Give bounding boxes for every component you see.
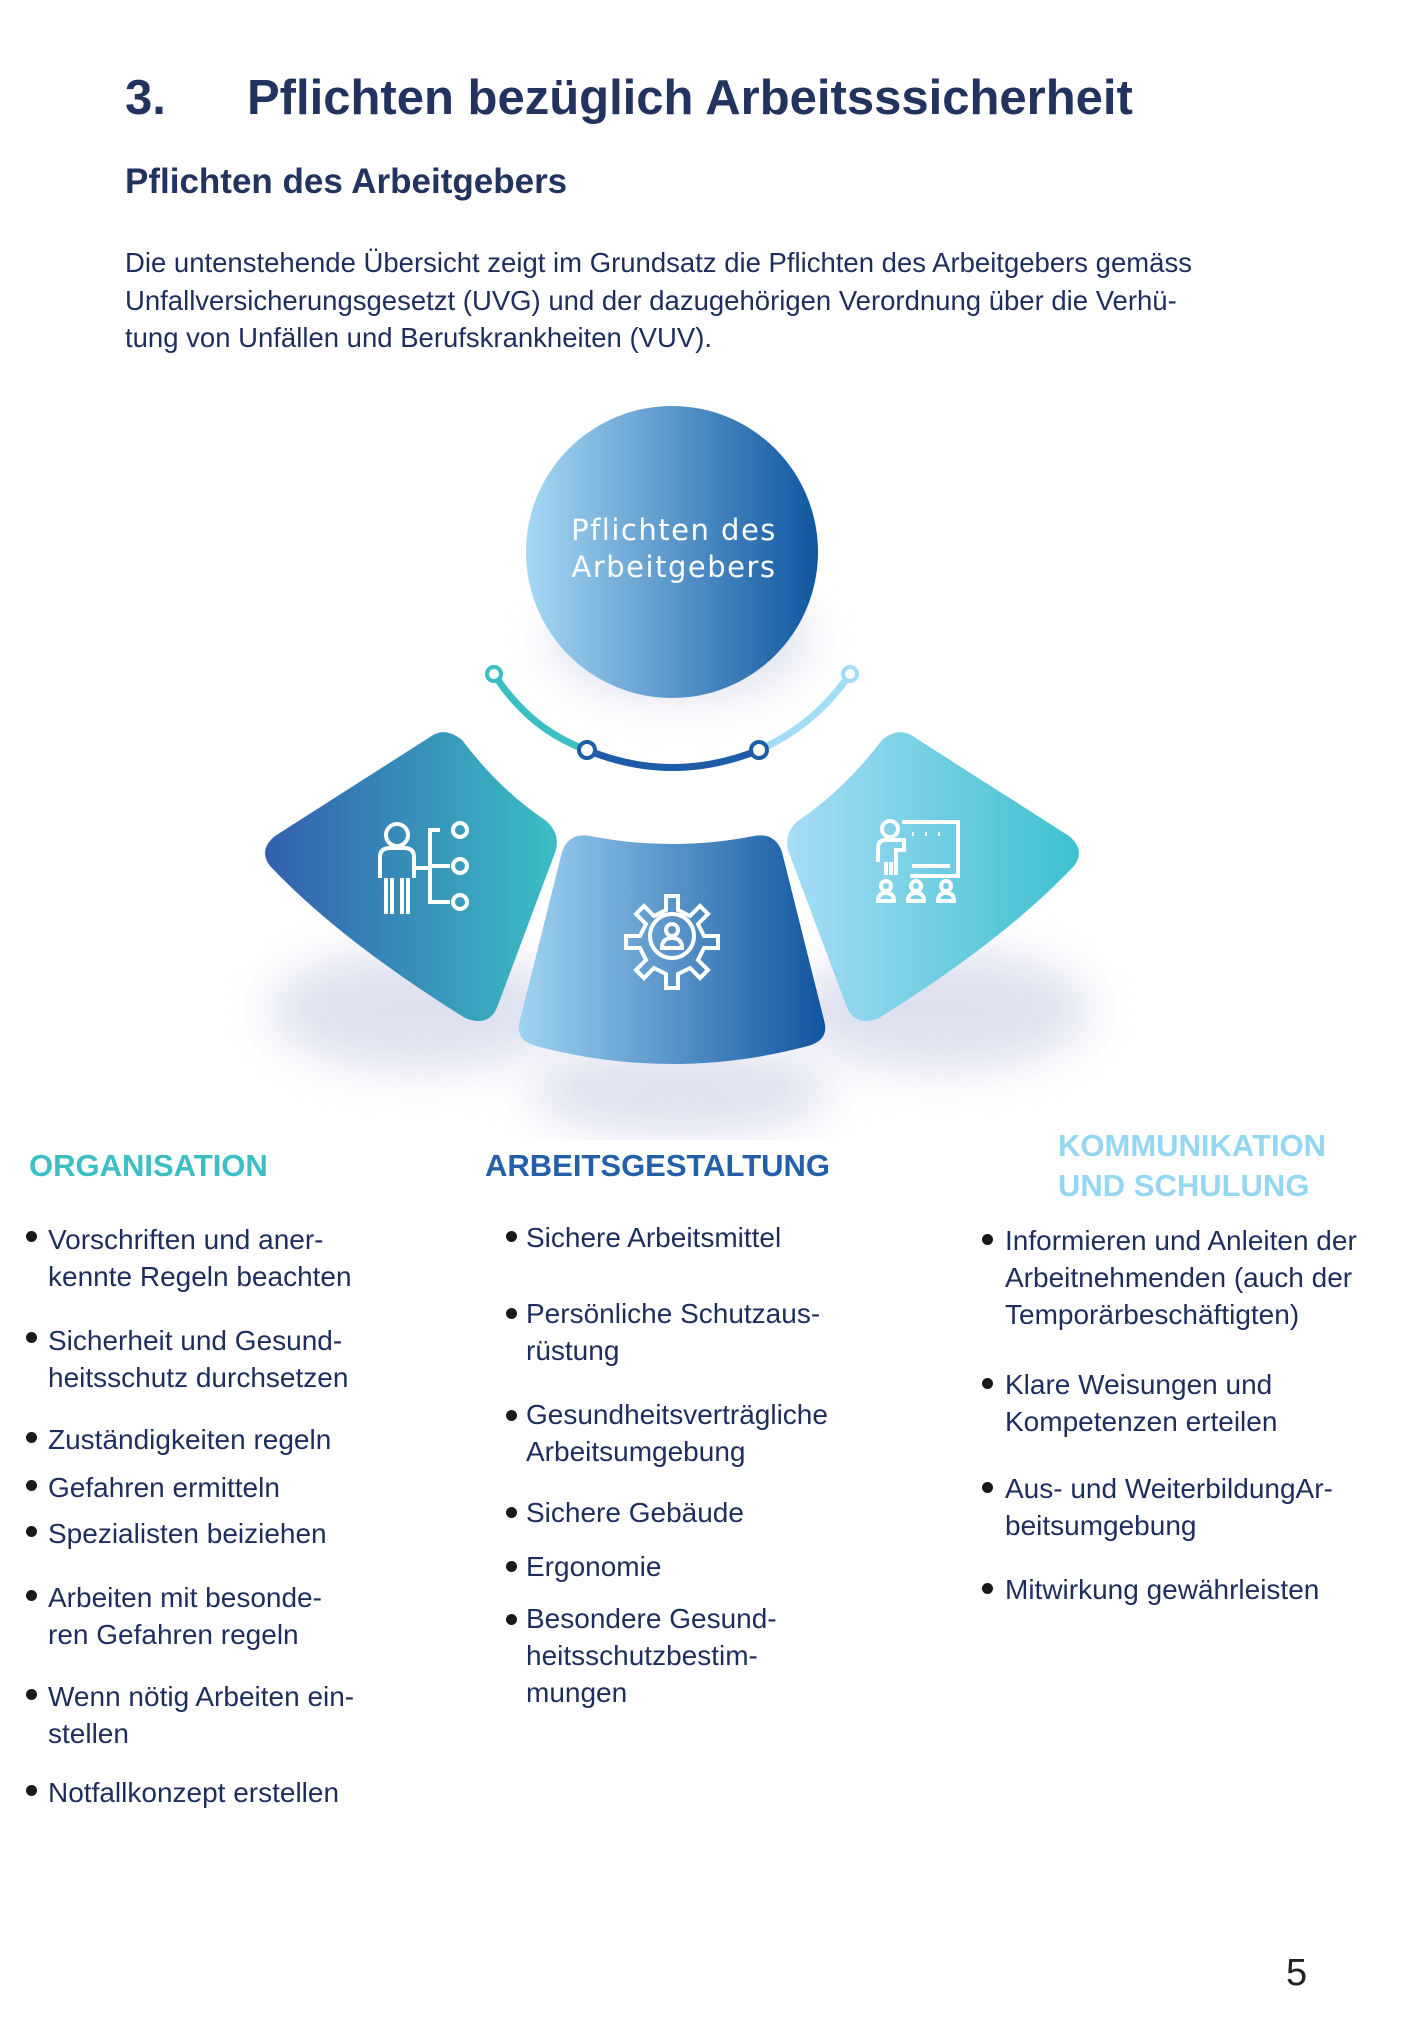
list-item: Gesundheitsverträgliche Arbeitsumgebung [526, 1399, 828, 1467]
person-org-chart-icon [378, 821, 469, 914]
bullet-icon [26, 1332, 37, 1343]
shadow [530, 1045, 830, 1135]
bullet-icon [982, 1378, 993, 1389]
list-item: Arbeiten mit besonde- ren Gefahren regel… [48, 1582, 322, 1650]
bullet-icon [506, 1614, 517, 1625]
connector-node [841, 665, 859, 683]
bullet-icon [26, 1590, 37, 1601]
connector-node [485, 665, 503, 683]
list-item: Sicherheit und Gesund- heitsschutz durch… [48, 1325, 349, 1393]
list-item: Vorschriften und aner- kennte Regeln bea… [48, 1224, 352, 1292]
bullet-icon [506, 1410, 517, 1421]
presentation-audience-icon [875, 819, 960, 903]
list-item: Wenn nötig Arbeiten ein- stellen [48, 1681, 355, 1749]
bullet-icon [26, 1785, 37, 1796]
bullet-icon [26, 1432, 37, 1443]
duties-diagram: Pflichten des Arbeitgebers [265, 406, 1090, 1135]
center-label-line2: Arbeitgebers [572, 550, 777, 584]
intro-line: tung von Unfällen und Berufskrankheiten … [125, 322, 712, 353]
list-item: Ergonomie [526, 1551, 662, 1582]
list-item: Notfallkonzept erstellen [48, 1777, 340, 1808]
column-heading-organisation: ORGANISATION [29, 1148, 268, 1183]
list-item: Klare Weisungen und Kompetenzen erteilen [1005, 1369, 1278, 1437]
bullet-icon [982, 1482, 993, 1493]
center-circle [526, 406, 818, 698]
gear-person-icon [624, 894, 720, 990]
organisation-shape [265, 732, 557, 1022]
intro-line: Die untenstehende Übersicht zeigt im Gru… [125, 247, 1192, 278]
bullet-icon [506, 1231, 517, 1242]
connector-node [577, 740, 597, 760]
bullet-icon [982, 1583, 993, 1594]
connector-node [749, 740, 769, 760]
bullet-icon [506, 1308, 517, 1319]
list-item: Gefahren ermitteln [48, 1472, 280, 1503]
column-heading-kommunikation: KOMMUNIKATION UND SCHULUNG [1058, 1128, 1327, 1203]
connector-arc-right [757, 672, 853, 754]
intro-paragraph: Die untenstehende Übersicht zeigt im Gru… [125, 244, 1192, 357]
bullet-icon [982, 1234, 993, 1245]
section-title: Pflichten bezüglich Arbeitsssicherheit [247, 71, 1133, 125]
connector-arc-middle [585, 746, 761, 771]
list-item: Zuständigkeiten regeln [48, 1424, 332, 1455]
bullet-icon [506, 1507, 517, 1518]
list-item: Informieren und Anleiten der Arbeitnehme… [1005, 1225, 1357, 1330]
center-label-line1: Pflichten des [571, 513, 777, 547]
connector-arc-left [491, 672, 589, 754]
bullet-icon [26, 1526, 37, 1537]
list-item: Persönliche Schutzaus- rüstung [526, 1298, 821, 1366]
bullet-icon [26, 1231, 37, 1242]
list-item: Mitwirkung gewährleisten [1005, 1574, 1320, 1605]
intro-line: Unfallversicherungsgesetzt (UVG) und der… [125, 284, 1177, 316]
list-item: Sichere Arbeitsmittel [526, 1222, 782, 1253]
section-number: 3. [125, 71, 166, 125]
bullet-icon [26, 1480, 37, 1491]
list-item: Besondere Gesund- heitsschutzbestim- mun… [526, 1603, 777, 1708]
bullet-icon [26, 1689, 37, 1700]
list-item: Spezialisten beiziehen [48, 1518, 327, 1549]
subheading: Pflichten des Arbeitgebers [125, 162, 568, 201]
section-heading: 3. Pflichten bezüglich Arbeitsssicherheit [125, 70, 1133, 126]
bullet-icon [506, 1561, 517, 1572]
list-item: Sichere Gebäude [526, 1497, 744, 1528]
page-number: 5 [1286, 1952, 1308, 1994]
column-heading-arbeitsgestaltung: ARBEITSGESTALTUNG [485, 1148, 831, 1183]
list-item: Aus- und WeiterbildungAr- beitsumgebung [1005, 1473, 1333, 1541]
